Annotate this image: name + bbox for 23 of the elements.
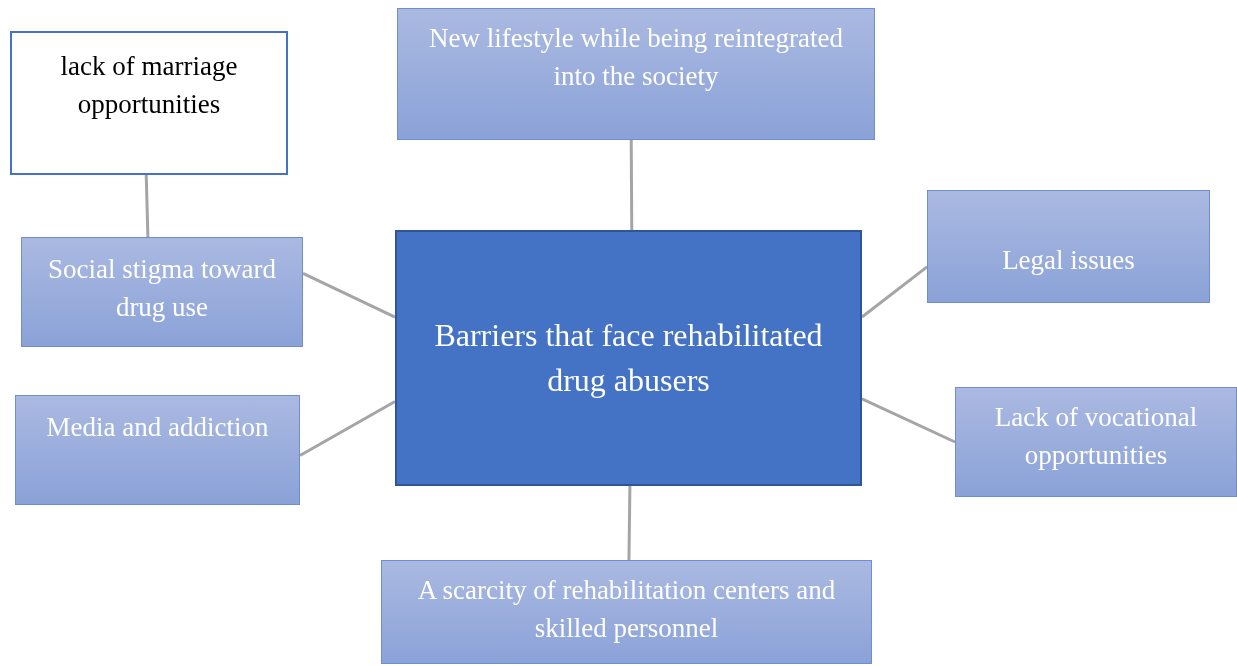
connector-line bbox=[627, 485, 632, 560]
topic-box bbox=[397, 8, 875, 140]
topic-box bbox=[21, 237, 303, 347]
box-label: Barriers that face rehabilitated drug abusers bbox=[433, 316, 824, 400]
box-label: Media and addiction bbox=[46, 411, 269, 444]
topic-box bbox=[955, 387, 1237, 497]
box-label: Legal issues bbox=[1002, 244, 1135, 277]
box-label: Social stigma toward drug use bbox=[47, 253, 277, 324]
connector-line bbox=[302, 271, 396, 319]
box-label: A scarcity of rehabilitation centers and skilled personnel bbox=[416, 574, 837, 645]
topic-box bbox=[15, 395, 300, 505]
connector-line bbox=[861, 265, 928, 319]
topic-box bbox=[10, 31, 288, 175]
connector-line bbox=[629, 140, 634, 230]
connector-line bbox=[144, 174, 150, 238]
box-label: Lack of vocational opportunities bbox=[993, 401, 1199, 472]
box-label: New lifestyle while being reintegrated into the society bbox=[428, 22, 844, 93]
connector-line bbox=[861, 397, 956, 444]
central-box bbox=[395, 230, 862, 486]
topic-box bbox=[927, 190, 1210, 303]
box-label: lack of marriage opportunities bbox=[59, 50, 239, 121]
topic-box bbox=[381, 560, 872, 664]
connector-line bbox=[299, 400, 396, 457]
